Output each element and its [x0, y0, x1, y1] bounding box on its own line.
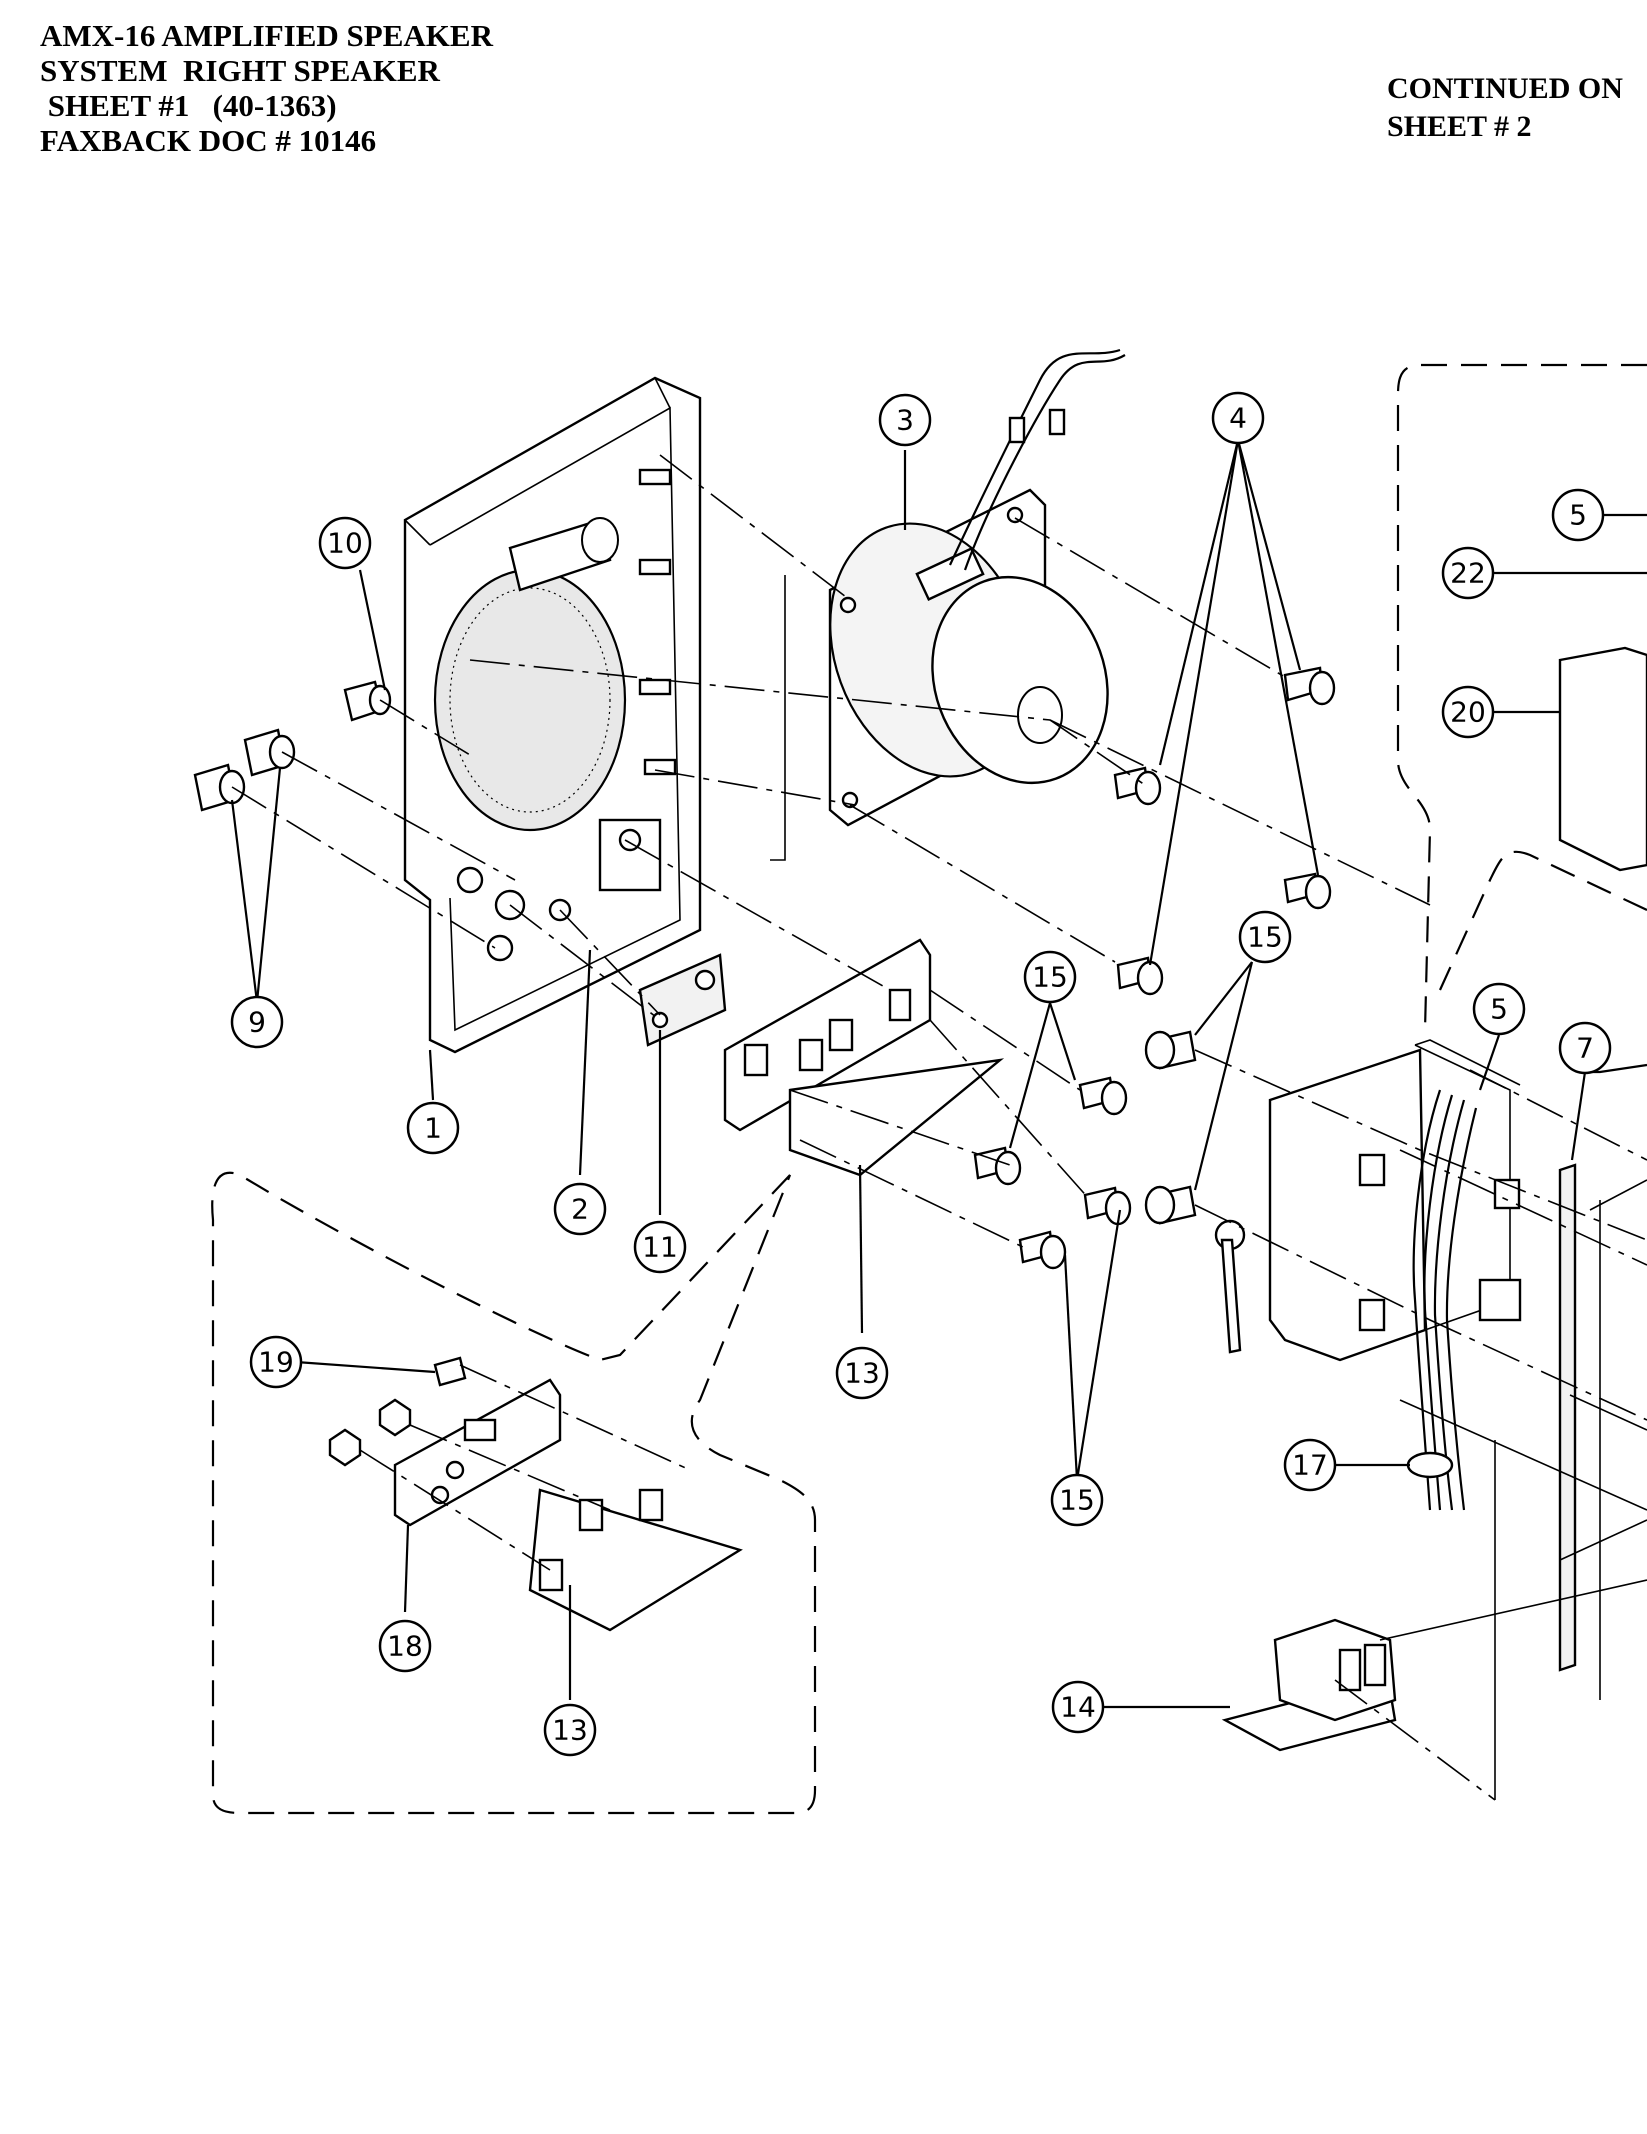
continued-line-1: CONTINUED ON — [1387, 72, 1623, 105]
title-line-2: SYSTEM RIGHT SPEAKER — [40, 53, 440, 88]
callout-7: 7 — [1558, 1021, 1612, 1075]
screws-part-4 — [1113, 666, 1336, 996]
svg-text:22: 22 — [1450, 557, 1486, 590]
continued-note: CONTINUED ON SHEET # 2 — [1387, 70, 1623, 146]
callout-15-left: 15 — [1023, 950, 1077, 1004]
callout-18: 18 — [378, 1619, 432, 1673]
svg-text:1: 1 — [424, 1112, 442, 1145]
svg-text:7: 7 — [1576, 1032, 1594, 1065]
callout-5-upper: 5 — [1551, 488, 1605, 542]
svg-text:19: 19 — [258, 1346, 294, 1379]
callout-11: 11 — [633, 1220, 687, 1274]
callout-1: 1 — [406, 1101, 460, 1155]
cable-tie-part-17 — [1406, 1451, 1454, 1479]
svg-text:13: 13 — [552, 1714, 588, 1747]
svg-text:14: 14 — [1060, 1691, 1096, 1724]
title-line-3: SHEET #1 (40-1363) — [40, 88, 337, 123]
svg-text:15: 15 — [1032, 961, 1068, 994]
svg-text:2: 2 — [571, 1193, 589, 1226]
svg-text:9: 9 — [248, 1006, 266, 1039]
svg-text:15: 15 — [1247, 921, 1283, 954]
svg-text:17: 17 — [1292, 1449, 1328, 1482]
speaker-grille — [433, 568, 627, 832]
svg-text:20: 20 — [1450, 696, 1486, 729]
continued-line-2: SHEET # 2 — [1387, 110, 1532, 143]
title-line-1: AMX-16 AMPLIFIED SPEAKER — [40, 18, 493, 53]
callout-3: 3 — [878, 393, 932, 447]
callout-5-lower: 5 — [1472, 982, 1526, 1036]
rear-bracket-part-5 — [1268, 1039, 1522, 1511]
callout-10: 10 — [318, 516, 372, 570]
cover-part-20 — [1558, 646, 1647, 872]
sheet-2-outline — [1396, 363, 1647, 1031]
svg-text:5: 5 — [1490, 993, 1508, 1026]
svg-text:18: 18 — [387, 1630, 423, 1663]
svg-text:11: 11 — [642, 1231, 678, 1264]
callout-20: 20 — [1441, 685, 1495, 739]
callout-9: 9 — [230, 995, 284, 1049]
callout-13-upper: 13 — [835, 1346, 889, 1400]
callout-13-lower: 13 — [543, 1703, 597, 1757]
callout-22: 22 — [1441, 546, 1495, 600]
front-baffle-part — [403, 376, 702, 1054]
svg-text:3: 3 — [896, 404, 914, 437]
callout-2: 2 — [553, 1182, 607, 1236]
svg-text:13: 13 — [844, 1357, 880, 1390]
callout-19: 19 — [249, 1335, 303, 1389]
strip-part-7 — [1558, 1163, 1577, 1672]
jack-part-14 — [1221, 1618, 1397, 1752]
svg-text:5: 5 — [1569, 499, 1587, 532]
callout-14: 14 — [1051, 1680, 1105, 1734]
knobs-part-9-10 — [193, 680, 392, 812]
svg-text:4: 4 — [1229, 402, 1247, 435]
speaker-driver-part — [828, 348, 1126, 827]
inset-pcb-assembly — [328, 1356, 743, 1632]
inset-detail-outline — [211, 1171, 817, 1815]
callout-4: 4 — [1211, 391, 1265, 445]
callout-15-bottom: 15 — [1050, 1473, 1104, 1527]
assembly-centerlines — [231, 454, 1647, 1801]
document-title-block: AMX-16 AMPLIFIED SPEAKER SYSTEM RIGHT SP… — [40, 18, 493, 158]
title-line-4: FAXBACK DOC # 10146 — [40, 123, 377, 158]
svg-text:15: 15 — [1059, 1484, 1095, 1517]
front-pcb-part-13 — [723, 938, 1005, 1177]
svg-text:10: 10 — [327, 527, 363, 560]
screws-part-15 — [973, 1030, 1246, 1354]
callout-15-right: 15 — [1238, 910, 1292, 964]
callout-17: 17 — [1283, 1438, 1337, 1492]
pad-part-11 — [638, 953, 727, 1047]
